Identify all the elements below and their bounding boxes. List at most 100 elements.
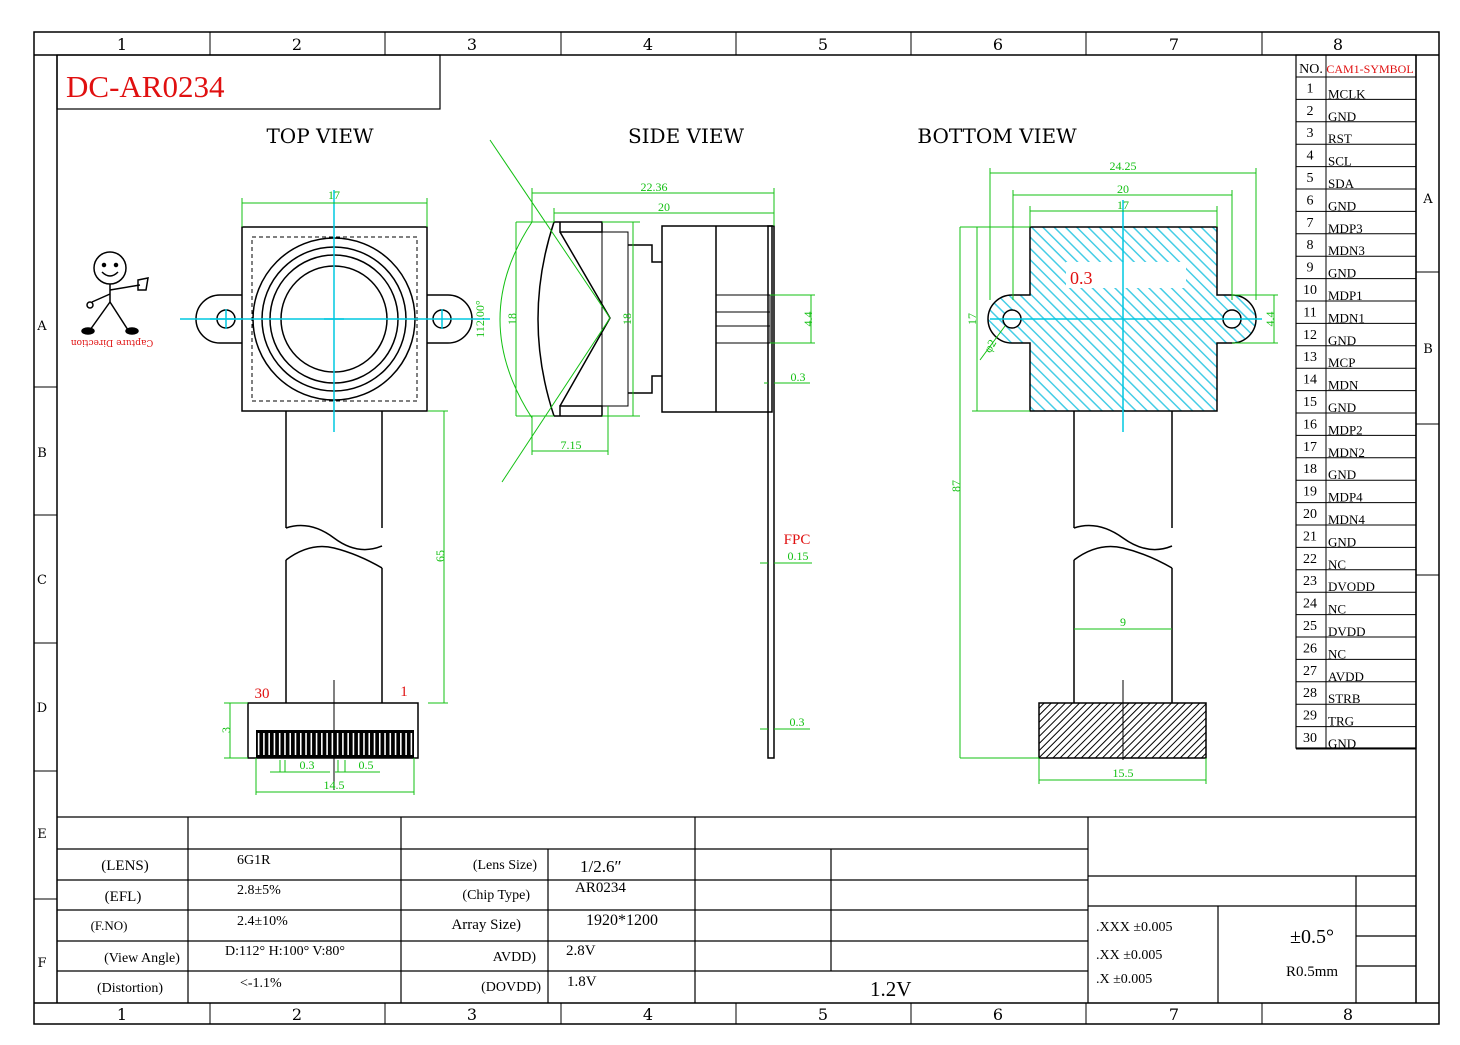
pin-number: 22 [1303,552,1317,567]
bottom-view [987,226,1257,759]
row-label: F [37,956,46,971]
spec-avdd-value: 2.8V [566,943,596,959]
connector-pin-gap [352,733,355,755]
connector-pin-gap [268,733,270,755]
pin-symbol: AVDD [1328,669,1364,684]
col-label: 7 [1169,1005,1179,1024]
col-label: 2 [292,1005,302,1024]
pin-number: 6 [1307,193,1314,208]
dim-conn-height: 3 [219,727,233,733]
connector-pin-gap [368,733,371,755]
pin-1-label: 1 [400,684,408,700]
dim-fpc-thickness: 0.15 [788,549,809,563]
col-label: 6 [993,35,1003,54]
pin-symbol: GND [1328,266,1356,281]
connector-pin-gap [278,733,281,755]
pin-number: 9 [1307,261,1314,276]
dim-bottom-total: 24.25 [1110,159,1137,173]
pin-number: 2 [1307,104,1314,119]
col-label: 8 [1333,35,1343,54]
pin-symbol: GND [1328,467,1356,482]
pin-number: 10 [1303,283,1317,298]
pin-number: 5 [1307,171,1314,186]
capture-direction-label: Capture Direction [71,337,154,347]
pin-number: 3 [1307,126,1314,141]
pin-number: 27 [1303,664,1317,679]
pin-number: 13 [1303,350,1317,365]
connector-pin-gap [315,733,318,755]
connector-pin-gap [342,733,344,755]
dim-bottom-44: 4.4 [1263,312,1277,327]
dim-side-44: 4.4 [801,312,815,327]
dim-side-body: 20 [658,200,670,214]
pin-symbol: STRB [1328,691,1361,706]
pin-number: 21 [1303,529,1317,544]
dim-side-03b: 0.3 [790,715,805,729]
pin-symbol: MDN4 [1328,512,1365,527]
pin-number: 25 [1303,619,1317,634]
pin-symbol: GND [1328,736,1356,751]
pin-symbol: DVDD [1328,624,1366,639]
pin-symbol: MDP4 [1328,490,1363,505]
tolerance-xx: .XX ±0.005 [1096,948,1162,963]
col-label: 1 [117,1005,127,1024]
tolerance-angle: ±0.5° [1290,926,1334,948]
pin-number: 30 [1303,731,1317,746]
connector-pin-gap [289,733,292,755]
dim-side-h2: 18 [620,313,634,325]
col-label: 8 [1343,1005,1353,1024]
row-label: A [1422,192,1433,207]
pin-symbol: SCL [1328,154,1352,169]
sheet-frame [33,31,1440,1025]
dim-bottom-fpc-width: 9 [1120,615,1126,629]
dim-top-width: 17 [328,188,340,202]
pin-symbol: MDN [1328,378,1359,393]
part-number-title: DC-AR0234 [66,69,225,104]
pin-symbol: TRG [1328,714,1354,729]
spec-view-label: (View Angle) [104,951,180,966]
col-label: 3 [467,35,477,54]
pin-number: 8 [1307,238,1314,253]
pin-number: 1 [1307,81,1314,96]
spec-avdd-label: AVDD) [493,950,537,965]
pin-symbol: NC [1328,557,1346,572]
connector-pin-gap [299,733,302,755]
pin-symbol: SDA [1328,176,1355,191]
tolerance-xxx: .XXX ±0.005 [1096,920,1173,935]
dim-side-03a: 0.3 [791,370,806,384]
dim-pitch-1: 0.3 [300,758,315,772]
spec-chip-value: AR0234 [575,880,626,896]
pin-symbol: MDP2 [1328,422,1363,437]
dim-hole: φ2 [981,337,1000,355]
dim-side-h1: 18 [505,313,519,325]
pin-number: 11 [1303,305,1316,320]
pin-symbol: MCLK [1328,86,1366,101]
top-view-title: TOP VIEW [266,124,373,148]
spec-chip-label: (Chip Type) [462,888,530,903]
zone-labels: 1 2 3 4 5 6 7 8 1 2 3 4 5 6 7 8 A B C D … [36,35,1433,1024]
connector-pin-gap [294,733,297,755]
pin-symbol: MDN3 [1328,243,1365,258]
spec-table [57,816,1416,1003]
pin-30-label: 30 [255,686,270,702]
spec-fno-value: 2.4±10% [237,914,288,929]
connector-pin-gap [336,733,339,755]
view-titles: TOP VIEW SIDE VIEW BOTTOM VIEW [266,124,1077,148]
row-label: B [1423,342,1433,357]
fpc-label: FPC [784,532,811,548]
row-label: C [37,573,47,588]
tolerance-x: .X ±0.005 [1096,972,1152,987]
connector-pin-gap [363,733,365,755]
pin-symbol: MCP [1328,355,1355,370]
pin-number: 24 [1303,597,1317,612]
col-label: 2 [292,35,302,54]
dim-conn-width: 14.5 [324,778,345,792]
side-view [537,221,775,759]
pin-symbol: GND [1328,109,1356,124]
connector-pin-gap [394,733,397,755]
top-view-dimensions [224,198,448,795]
pin-number: 14 [1303,373,1317,388]
